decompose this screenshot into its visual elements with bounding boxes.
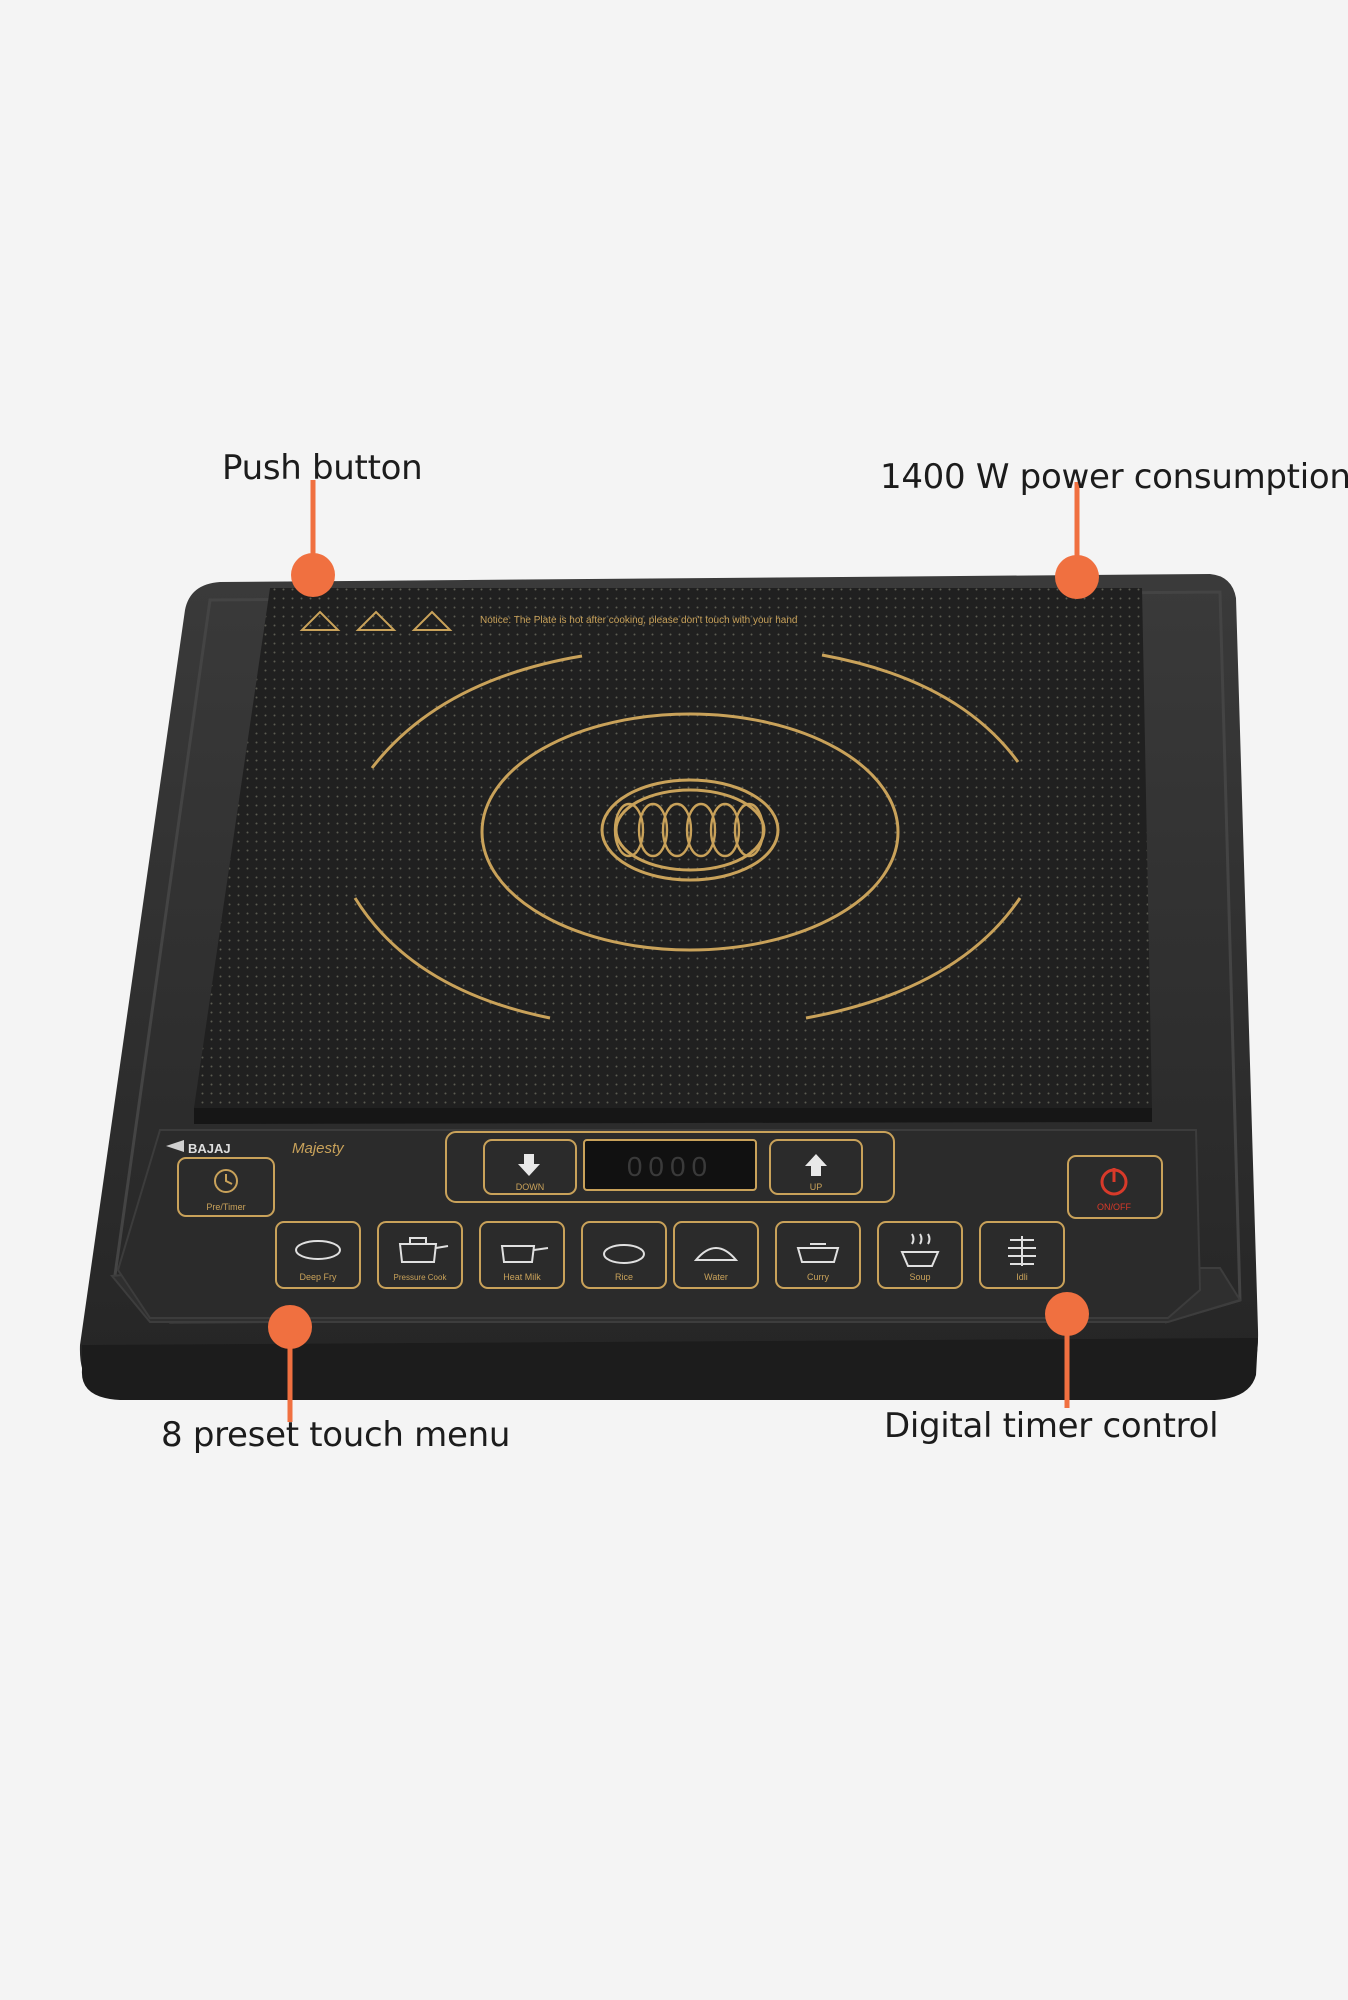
svg-text:Deep Fry: Deep Fry — [299, 1272, 337, 1282]
callout-power-label: 1400 W power consumption — [880, 457, 1348, 497]
svg-text:UP: UP — [810, 1182, 823, 1192]
pre-timer-button[interactable]: Pre/Timer — [177, 1157, 275, 1217]
down-button[interactable]: DOWN — [483, 1139, 577, 1195]
curry-pot-icon — [796, 1243, 840, 1263]
brand-logo: BAJAJ Majesty — [166, 1140, 345, 1157]
up-button[interactable]: UP — [769, 1139, 863, 1195]
on-off-button[interactable]: ON/OFF — [1067, 1155, 1163, 1219]
frying-pan-icon — [295, 1240, 341, 1260]
arrow-down-icon — [518, 1154, 540, 1176]
clock-icon — [214, 1169, 238, 1193]
svg-text:0000: 0000 — [627, 1151, 713, 1182]
callout-push-button-marker — [291, 480, 335, 597]
water-pot-icon — [693, 1247, 739, 1261]
svg-text:Soup: Soup — [909, 1272, 930, 1282]
arrow-up-icon — [805, 1154, 827, 1176]
idli-stand-icon — [1008, 1236, 1036, 1266]
svg-text:Heat Milk: Heat Milk — [503, 1272, 541, 1282]
pressure-cooker-icon — [398, 1237, 449, 1263]
preset-idli[interactable]: Idli — [979, 1221, 1065, 1289]
preset-rice[interactable]: Rice — [581, 1221, 667, 1289]
svg-text:DOWN: DOWN — [516, 1182, 545, 1192]
svg-text:Majesty: Majesty — [292, 1140, 345, 1157]
rice-bowl-icon — [603, 1244, 645, 1264]
control-panel: BAJAJ Majesty Pre/Timer DOWN 0000 — [116, 1129, 1202, 1319]
callout-preset-menu-marker — [268, 1305, 312, 1422]
glass-cooking-plate: Notice: The Plate is hot after cooking, … — [194, 588, 1152, 1124]
svg-text:Water: Water — [704, 1272, 728, 1282]
preset-deep-fry[interactable]: Deep Fry — [275, 1221, 361, 1289]
svg-text:BAJAJ: BAJAJ — [188, 1141, 231, 1156]
callout-timer-label: Digital timer control — [884, 1406, 1219, 1446]
preset-soup[interactable]: Soup — [877, 1221, 963, 1289]
svg-text:Rice: Rice — [615, 1272, 633, 1282]
preset-pressure-cook[interactable]: Pressure Cook — [377, 1221, 463, 1289]
callout-timer-marker — [1045, 1292, 1089, 1408]
soup-bowl-icon — [900, 1233, 940, 1267]
callout-push-button-label: Push button — [222, 448, 423, 488]
warning-notice-text: Notice: The Plate is hot after cooking, … — [480, 615, 797, 626]
saucepan-icon — [500, 1245, 549, 1263]
svg-text:Curry: Curry — [807, 1272, 829, 1282]
digital-display: 0000 — [583, 1139, 757, 1191]
svg-text:Idli: Idli — [1016, 1272, 1028, 1282]
svg-text:ON/OFF: ON/OFF — [1097, 1202, 1131, 1212]
callout-power-marker — [1055, 482, 1099, 599]
preset-water[interactable]: Water — [673, 1221, 759, 1289]
preset-curry[interactable]: Curry — [775, 1221, 861, 1289]
svg-text:Pre/Timer: Pre/Timer — [206, 1202, 245, 1212]
preset-heat-milk[interactable]: Heat Milk — [479, 1221, 565, 1289]
timer-display-frame — [445, 1131, 895, 1203]
svg-text:Pressure Cook: Pressure Cook — [394, 1273, 448, 1282]
callout-preset-menu-label: 8 preset touch menu — [161, 1415, 511, 1455]
